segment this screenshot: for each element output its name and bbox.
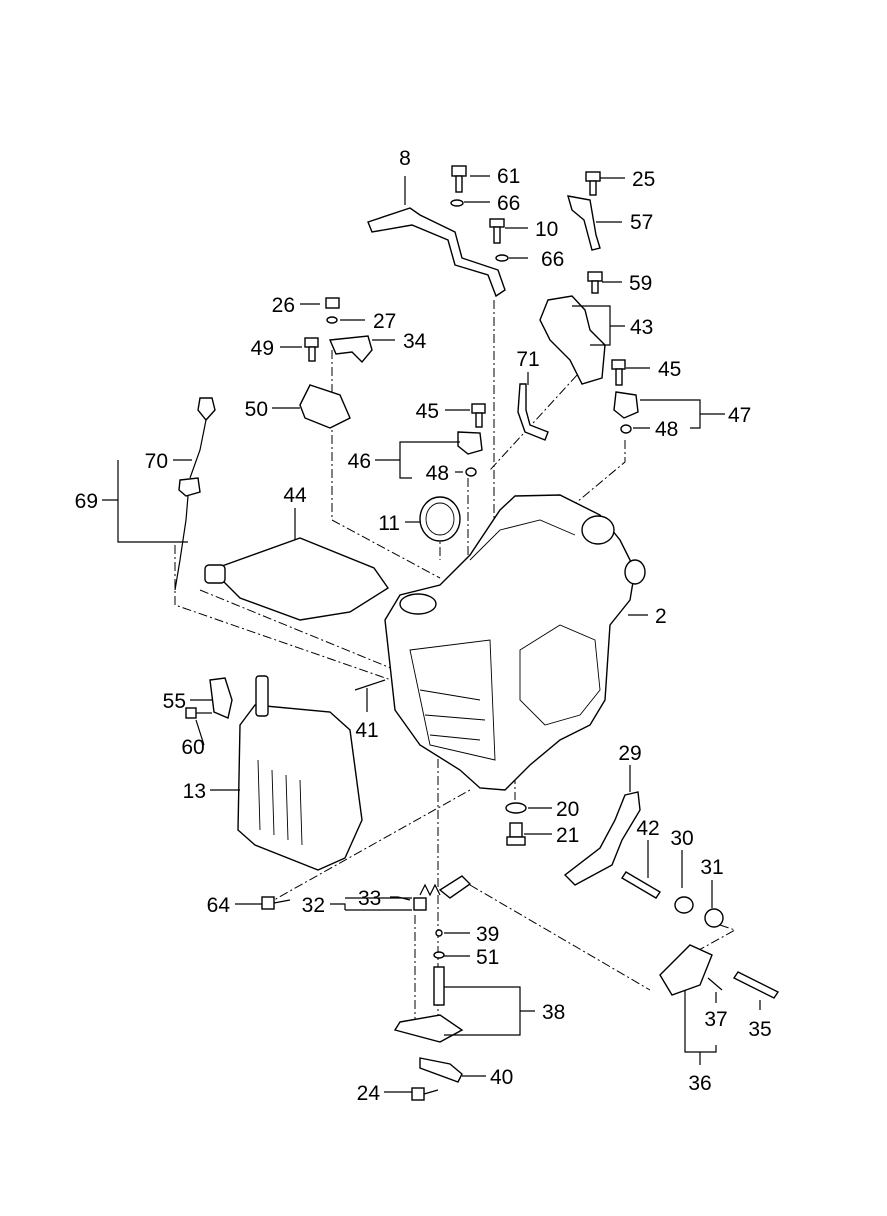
bolt-45-center — [471, 403, 486, 428]
callout-35: 35 — [748, 1018, 771, 1041]
spring-33 — [413, 875, 472, 911]
sensor-46 — [457, 431, 483, 455]
nut-26 — [325, 297, 340, 309]
callout-59: 59 — [629, 272, 652, 295]
washer-20 — [505, 802, 527, 814]
callout-labels: 8 61 66 10 66 25 57 59 26 27 34 49 43 45… — [75, 147, 772, 1105]
bracket-57 — [567, 195, 601, 251]
callout-70: 70 — [145, 450, 168, 473]
callout-44: 44 — [283, 484, 307, 507]
bolt-64 — [261, 896, 291, 910]
oil-strainer-44 — [204, 537, 389, 621]
callout-49: 49 — [251, 337, 274, 360]
callout-42: 42 — [636, 817, 659, 840]
callout-69: 69 — [75, 490, 98, 513]
callout-45-center: 45 — [416, 400, 439, 423]
bolt-45-right — [611, 359, 626, 386]
bolt-59 — [587, 271, 603, 294]
callout-10: 10 — [535, 218, 558, 241]
callout-2: 2 — [655, 605, 667, 628]
callout-25: 25 — [632, 168, 655, 191]
callout-29: 29 — [618, 742, 641, 765]
seal-30 — [674, 896, 694, 914]
callout-48-center: 48 — [426, 462, 449, 485]
bolt-24 — [411, 1087, 439, 1101]
oring-51 — [433, 951, 445, 959]
callout-41: 41 — [355, 719, 378, 742]
shaft-35 — [732, 971, 780, 999]
bolt-60 — [185, 707, 212, 719]
callout-61: 61 — [497, 165, 520, 188]
callout-43: 43 — [630, 316, 653, 339]
callout-38: 38 — [542, 1001, 565, 1024]
callout-55: 55 — [163, 690, 186, 713]
bolt-61 — [451, 165, 467, 193]
oring-48-center — [465, 467, 477, 477]
lever-36 — [659, 944, 713, 996]
callout-64: 64 — [207, 894, 231, 917]
washer-66-lower — [495, 254, 509, 262]
seal-11 — [419, 496, 461, 542]
callout-34: 34 — [403, 330, 427, 353]
bracket-55 — [209, 677, 233, 719]
washer-27 — [326, 316, 338, 324]
callout-36: 36 — [688, 1072, 711, 1095]
callout-8: 8 — [399, 147, 411, 170]
callout-51: 51 — [476, 946, 499, 969]
callout-33: 33 — [358, 887, 381, 910]
plate-40 — [419, 1057, 463, 1083]
part-8-pipe — [367, 207, 506, 298]
sensor-47 — [613, 391, 639, 419]
callout-46: 46 — [348, 450, 371, 473]
bracket-43 — [539, 295, 606, 385]
transaxle-case-2 — [384, 494, 646, 791]
callout-37: 37 — [704, 1008, 727, 1031]
callout-11: 11 — [378, 512, 400, 535]
washer-66-upper — [450, 199, 464, 207]
pin-42 — [621, 871, 661, 899]
callout-27: 27 — [373, 310, 396, 333]
callout-20: 20 — [556, 798, 579, 821]
callout-45-right: 45 — [658, 358, 681, 381]
callout-48-right: 48 — [655, 418, 678, 441]
callout-50: 50 — [245, 398, 268, 421]
oring-48-right — [620, 424, 632, 434]
bolt-25 — [585, 171, 601, 196]
callout-66-lower: 66 — [541, 248, 564, 271]
manual-valve-38 — [393, 966, 464, 1043]
cover-50 — [299, 384, 351, 429]
leader-lines — [102, 175, 761, 1093]
callout-24: 24 — [357, 1082, 381, 1105]
dipstick-70 — [174, 397, 216, 591]
callout-30: 30 — [670, 827, 693, 850]
shift-lever-29 — [563, 791, 641, 886]
ball-39 — [435, 929, 443, 937]
callout-26: 26 — [272, 294, 295, 317]
callout-47: 47 — [728, 404, 751, 427]
pin-37 — [707, 977, 723, 991]
pin-41 — [354, 679, 386, 691]
callout-40: 40 — [490, 1066, 513, 1089]
bushing-31 — [704, 908, 724, 928]
callout-71: 71 — [516, 348, 539, 371]
bracket-71 — [517, 383, 549, 441]
callout-31: 31 — [700, 856, 723, 879]
callout-13: 13 — [183, 780, 206, 803]
callout-60: 60 — [181, 736, 204, 759]
callout-21: 21 — [556, 824, 579, 847]
oil-pan-13 — [237, 675, 363, 871]
callout-66-upper: 66 — [497, 192, 520, 215]
callout-57: 57 — [630, 211, 653, 234]
bolt-10 — [489, 218, 505, 244]
sensor-34 — [328, 335, 373, 364]
callout-39: 39 — [476, 923, 499, 946]
callout-32: 32 — [302, 894, 325, 917]
drain-plug-21 — [506, 822, 526, 846]
bolt-49 — [304, 337, 319, 362]
